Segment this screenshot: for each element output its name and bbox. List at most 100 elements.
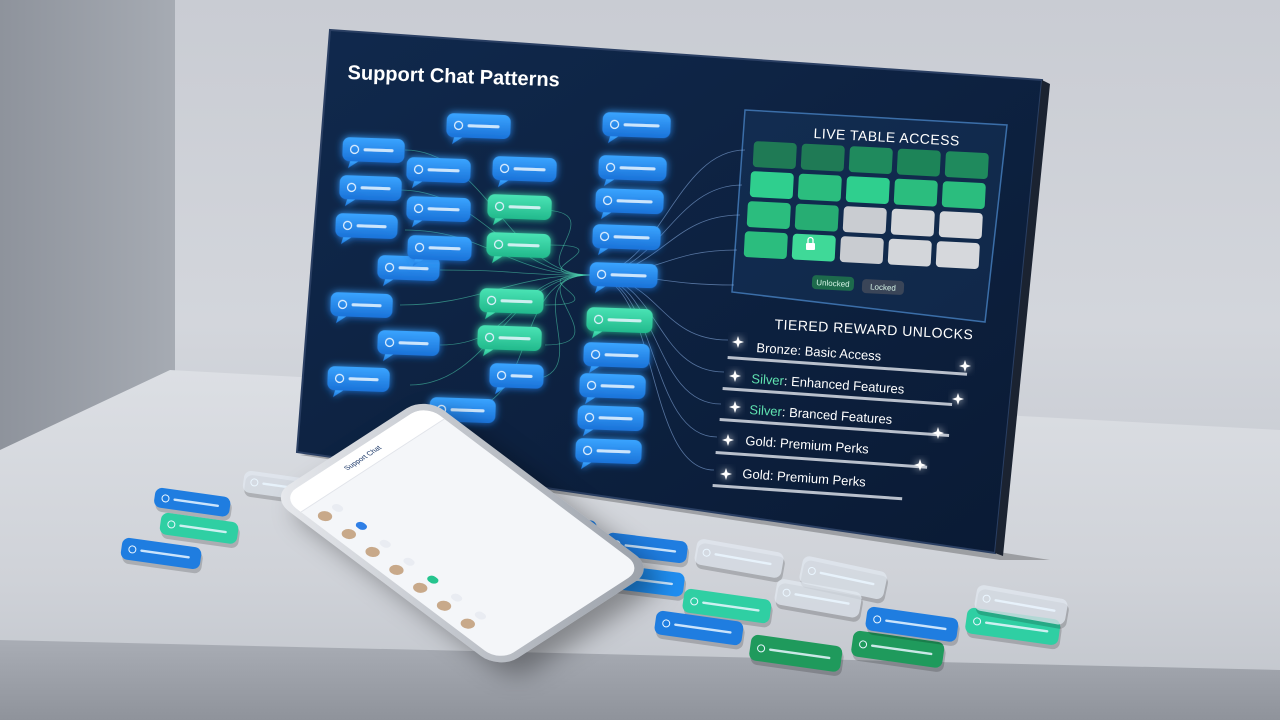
chat-bubble-icon bbox=[342, 137, 405, 169]
chat-bubble-icon bbox=[865, 606, 960, 646]
chat-bubble-icon bbox=[749, 634, 844, 676]
sparkle-icon bbox=[729, 370, 741, 382]
chat-bubble-icon bbox=[589, 262, 658, 294]
chat-bubble-icon bbox=[598, 155, 667, 187]
chat-bubble-icon bbox=[586, 307, 653, 339]
access-tile bbox=[800, 143, 845, 172]
tier-bar bbox=[715, 450, 928, 469]
access-tile bbox=[848, 146, 893, 175]
tier-name: Bronze bbox=[755, 340, 799, 358]
chat-bubble-icon bbox=[377, 330, 440, 362]
access-tile bbox=[893, 178, 938, 207]
sparkles bbox=[720, 336, 971, 480]
connector-line bbox=[539, 209, 591, 276]
chat-bubble-icon bbox=[377, 255, 440, 287]
tier-bar bbox=[719, 417, 950, 438]
chat-bubble-icon bbox=[851, 630, 946, 672]
tier-bar bbox=[722, 386, 953, 407]
access-tile bbox=[743, 231, 788, 260]
sparkle-icon bbox=[959, 360, 971, 372]
sparkle-icon bbox=[722, 434, 734, 446]
access-tile bbox=[944, 151, 989, 180]
chat-bubble-icon bbox=[592, 224, 661, 256]
sparkle-icon bbox=[914, 459, 926, 471]
access-tile bbox=[887, 238, 932, 267]
chat-preview: ​ bbox=[401, 556, 417, 568]
sparkle-icon bbox=[932, 427, 944, 439]
avatar bbox=[457, 616, 478, 631]
chat-bubble-icon bbox=[974, 585, 1069, 629]
chat-bubble-icon bbox=[407, 235, 472, 267]
chat-bubble-icon bbox=[446, 113, 511, 145]
unlocked-badge-label: Unlocked bbox=[816, 277, 850, 289]
chat-bubble-icon bbox=[486, 232, 551, 264]
chat-bubble-icon bbox=[799, 556, 888, 604]
chat-bubble-icon bbox=[330, 292, 393, 324]
chat-bubble-icon bbox=[694, 539, 785, 583]
chat-preview: ​ bbox=[448, 592, 465, 603]
avatar bbox=[410, 580, 431, 595]
access-tile bbox=[941, 181, 986, 210]
sparkle-icon bbox=[720, 468, 732, 480]
chat-bubble-icon bbox=[602, 112, 671, 144]
chat-bubble-icon bbox=[339, 175, 402, 207]
unlocked-badge: Unlocked bbox=[811, 274, 855, 292]
avatar bbox=[433, 598, 455, 613]
lock-icon bbox=[806, 236, 815, 250]
avatar bbox=[338, 526, 359, 542]
avatar bbox=[362, 544, 383, 560]
avatar bbox=[386, 562, 407, 578]
sparkle-icon bbox=[729, 401, 741, 413]
chat-bubble-icon bbox=[120, 537, 203, 574]
chat-bubble-icon bbox=[406, 157, 471, 189]
access-tile bbox=[896, 148, 941, 177]
connector-line bbox=[544, 274, 591, 346]
tier-bars bbox=[712, 355, 968, 501]
avatar bbox=[314, 509, 336, 524]
chat-bubble-icon bbox=[479, 288, 544, 320]
tier-name: Gold bbox=[741, 466, 771, 483]
chat-preview: ​ bbox=[425, 574, 441, 586]
chat-bubble-icon bbox=[577, 405, 644, 437]
chat-bubble-icon bbox=[154, 487, 232, 521]
chat-bubble-icon bbox=[489, 363, 544, 395]
access-tile bbox=[845, 176, 890, 205]
sparkle-icon bbox=[732, 336, 744, 348]
chat-bubble-icon bbox=[159, 512, 240, 548]
tier-bar bbox=[727, 355, 968, 376]
access-tile bbox=[938, 211, 983, 240]
board-side bbox=[995, 80, 1050, 556]
access-tile bbox=[935, 241, 980, 270]
chat-bubbles bbox=[327, 112, 671, 470]
connector-line bbox=[439, 269, 591, 276]
access-tile bbox=[746, 201, 791, 230]
connector-line bbox=[549, 244, 591, 276]
tier-bar bbox=[712, 483, 903, 501]
tier-name: Silver bbox=[748, 402, 783, 420]
locked-badge-label: Locked bbox=[869, 281, 897, 293]
chat-bubble-icon bbox=[477, 325, 542, 357]
tier-name: Gold bbox=[744, 433, 774, 450]
chat-bubble-icon bbox=[575, 438, 642, 470]
chat-bubble-icon bbox=[406, 196, 471, 228]
chat-bubble-icon bbox=[327, 366, 390, 398]
sparkle-icon bbox=[952, 393, 964, 405]
access-tile bbox=[749, 171, 794, 200]
access-tile bbox=[839, 236, 884, 265]
access-tile bbox=[842, 206, 887, 235]
chat-bubble-icon bbox=[965, 607, 1062, 650]
chat-bubble-icon bbox=[654, 610, 745, 650]
chat-bubble-icon bbox=[583, 342, 650, 374]
access-tile bbox=[797, 173, 842, 202]
tier-name: Silver bbox=[750, 371, 785, 389]
chat-preview: ​ bbox=[377, 538, 393, 550]
chat-bubble-icon bbox=[579, 373, 646, 405]
chat-bubble-icon bbox=[774, 579, 863, 622]
connector-line bbox=[524, 274, 591, 381]
access-tile bbox=[752, 141, 797, 170]
chat-bubble-icon bbox=[335, 213, 398, 245]
access-tile bbox=[794, 203, 839, 232]
connector-line bbox=[544, 274, 591, 306]
